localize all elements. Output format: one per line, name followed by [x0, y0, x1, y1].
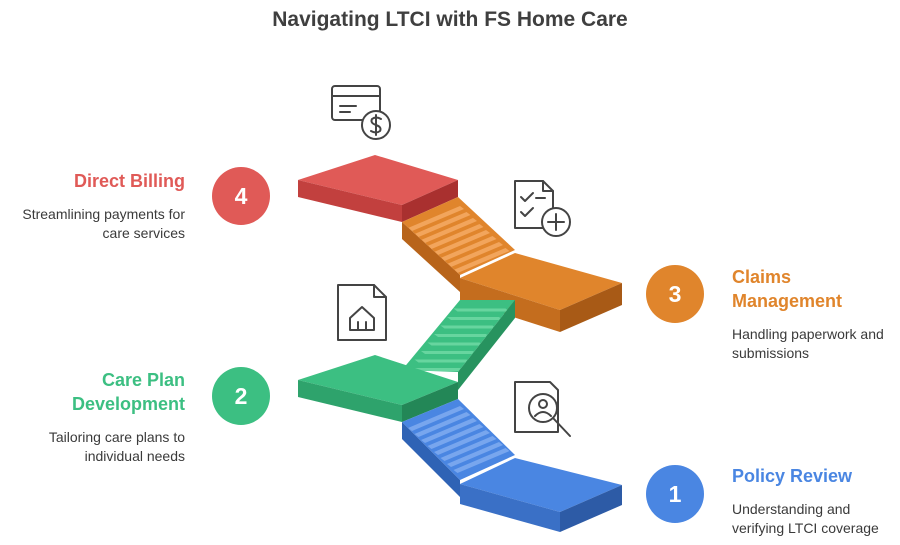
stair-tread: [453, 448, 510, 473]
step-2-description-line1: Tailoring care plans to: [48, 429, 185, 445]
stair-tread: [421, 351, 477, 354]
step-4-description-line2: care services: [102, 225, 185, 241]
step-2-description: Tailoring care plans to individual needs: [0, 428, 185, 466]
stair-tread: [434, 230, 490, 255]
stairs-2-to-1: [402, 399, 515, 497]
step-1-description-line2: verifying LTCI coverage: [732, 520, 879, 536]
stair-tread: [440, 436, 497, 461]
stair-tread: [447, 242, 503, 267]
home-document-icon: [337, 284, 387, 341]
step-2-title: Care Plan Development: [20, 368, 185, 416]
stair-tread: [414, 212, 471, 237]
step-4-description-line1: Streamlining payments for: [22, 206, 185, 222]
stair-tread: [434, 334, 490, 337]
step-2-description-line2: individual needs: [84, 448, 185, 464]
step-3-description-line2: submissions: [732, 345, 810, 361]
step-4-title: Direct Billing: [73, 171, 185, 191]
stair-tread: [447, 317, 503, 320]
step-4-badge: 4: [212, 167, 270, 225]
step-3-badge: 3: [646, 265, 704, 323]
step-3-title-line2: Management: [732, 291, 843, 311]
landing-step-4: [298, 155, 458, 222]
stair-tread: [447, 442, 503, 467]
step-3-title-line1: Claims: [732, 267, 792, 287]
stair-tread: [427, 342, 484, 346]
checklist-plus-icon: [514, 180, 571, 237]
step-1-description: Understanding and verifying LTCI coverag…: [732, 500, 897, 538]
step-3-title: Claims Management: [732, 265, 892, 313]
step-2-title-line1: Care Plan: [101, 370, 185, 390]
stair-tread: [408, 368, 464, 371]
landing-step-2: [298, 355, 458, 422]
stair-tread: [408, 206, 464, 231]
stair-tread: [440, 325, 497, 329]
stair-tread: [427, 424, 484, 449]
stair-tread: [427, 224, 484, 249]
stair-tread: [414, 412, 471, 437]
step-2-title-line2: Development: [71, 394, 185, 414]
stairs-3-to-2: [402, 300, 515, 390]
step-4-description: Streamlining payments for care services: [0, 205, 185, 243]
stair-tread: [440, 236, 497, 261]
step-1-badge: 1: [646, 465, 704, 523]
page-title: Navigating LTCI with FS Home Care: [272, 8, 628, 31]
stair-tread: [414, 359, 471, 363]
step-3-description-line1: Handling paperwork and: [732, 326, 884, 342]
step-1-title: Policy Review: [732, 466, 853, 486]
stair-tread: [408, 406, 464, 431]
stair-tread: [434, 430, 490, 455]
landing-step-1: [460, 458, 622, 532]
person-magnifier-icon: [514, 381, 571, 437]
stair-tread: [453, 308, 510, 312]
stair-tread: [421, 218, 477, 243]
stair-tread: [421, 418, 477, 443]
card-dollar-icon: [331, 85, 391, 140]
step-2-badge: 2: [212, 367, 270, 425]
stair-tread: [453, 248, 510, 273]
step-1-description-line1: Understanding and: [732, 501, 851, 517]
step-3-description: Handling paperwork and submissions: [732, 325, 897, 363]
stairs-4-to-3: [402, 197, 515, 292]
